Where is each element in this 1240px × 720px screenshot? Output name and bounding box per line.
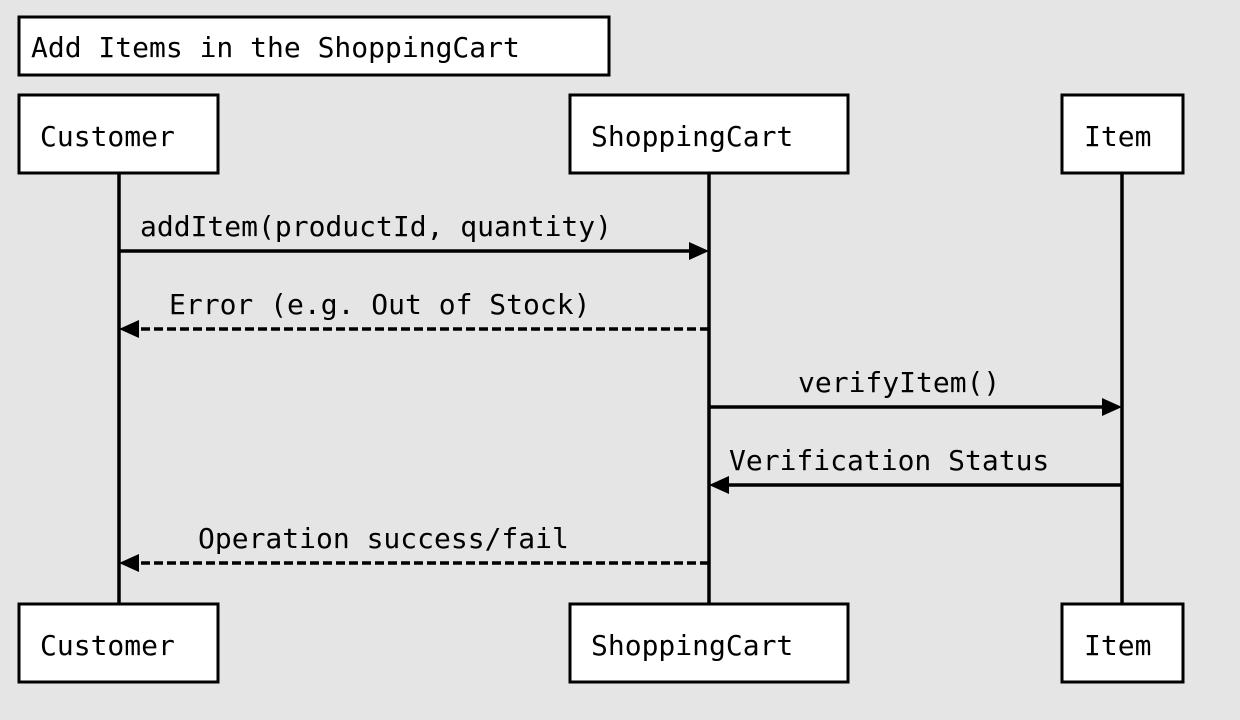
participant-shoppingcart-bottom: ShoppingCart [568, 602, 850, 684]
participant-label: Item [1084, 629, 1151, 662]
arrowhead-icon [689, 242, 709, 260]
arrowhead-icon [119, 554, 139, 572]
title-box [17, 15, 611, 77]
participant-box [568, 602, 850, 684]
participant-label: ShoppingCart [591, 629, 793, 662]
message-error: Error (e.g. Out of Stock) [119, 288, 709, 338]
participant-label: Customer [40, 629, 175, 662]
participant-label: ShoppingCart [591, 120, 793, 153]
message-label: Error (e.g. Out of Stock) [169, 288, 590, 321]
participant-box [568, 93, 850, 175]
participant-label: Customer [40, 120, 175, 153]
message-label: Verification Status [729, 444, 1049, 477]
participant-box [1060, 602, 1185, 684]
participant-box [17, 93, 220, 175]
arrowhead-icon [709, 476, 729, 494]
arrowhead-icon [119, 320, 139, 338]
participant-customer-top: Customer [17, 93, 220, 175]
participant-box [1060, 93, 1185, 175]
message-label: addItem(productId, quantity) [140, 210, 612, 243]
participant-item-top: Item [1060, 93, 1185, 175]
participant-shoppingcart-top: ShoppingCart [568, 93, 850, 175]
participant-label: Item [1084, 120, 1151, 153]
message-label: Operation success/fail [198, 522, 569, 555]
message-additem: addItem(productId, quantity) [119, 210, 709, 260]
diagram-title: Add Items in the ShoppingCart [31, 31, 520, 64]
message-verifyitem: verifyItem() [709, 366, 1122, 416]
participant-item-bottom: Item [1060, 602, 1185, 684]
arrowhead-icon [1102, 398, 1122, 416]
message-verification-status: Verification Status [709, 444, 1122, 494]
message-label: verifyItem() [798, 366, 1000, 399]
message-operation-result: Operation success/fail [119, 522, 709, 572]
diagram-title-frame: Add Items in the ShoppingCart [17, 15, 611, 77]
participant-box [17, 602, 220, 684]
participant-customer-bottom: Customer [17, 602, 220, 684]
